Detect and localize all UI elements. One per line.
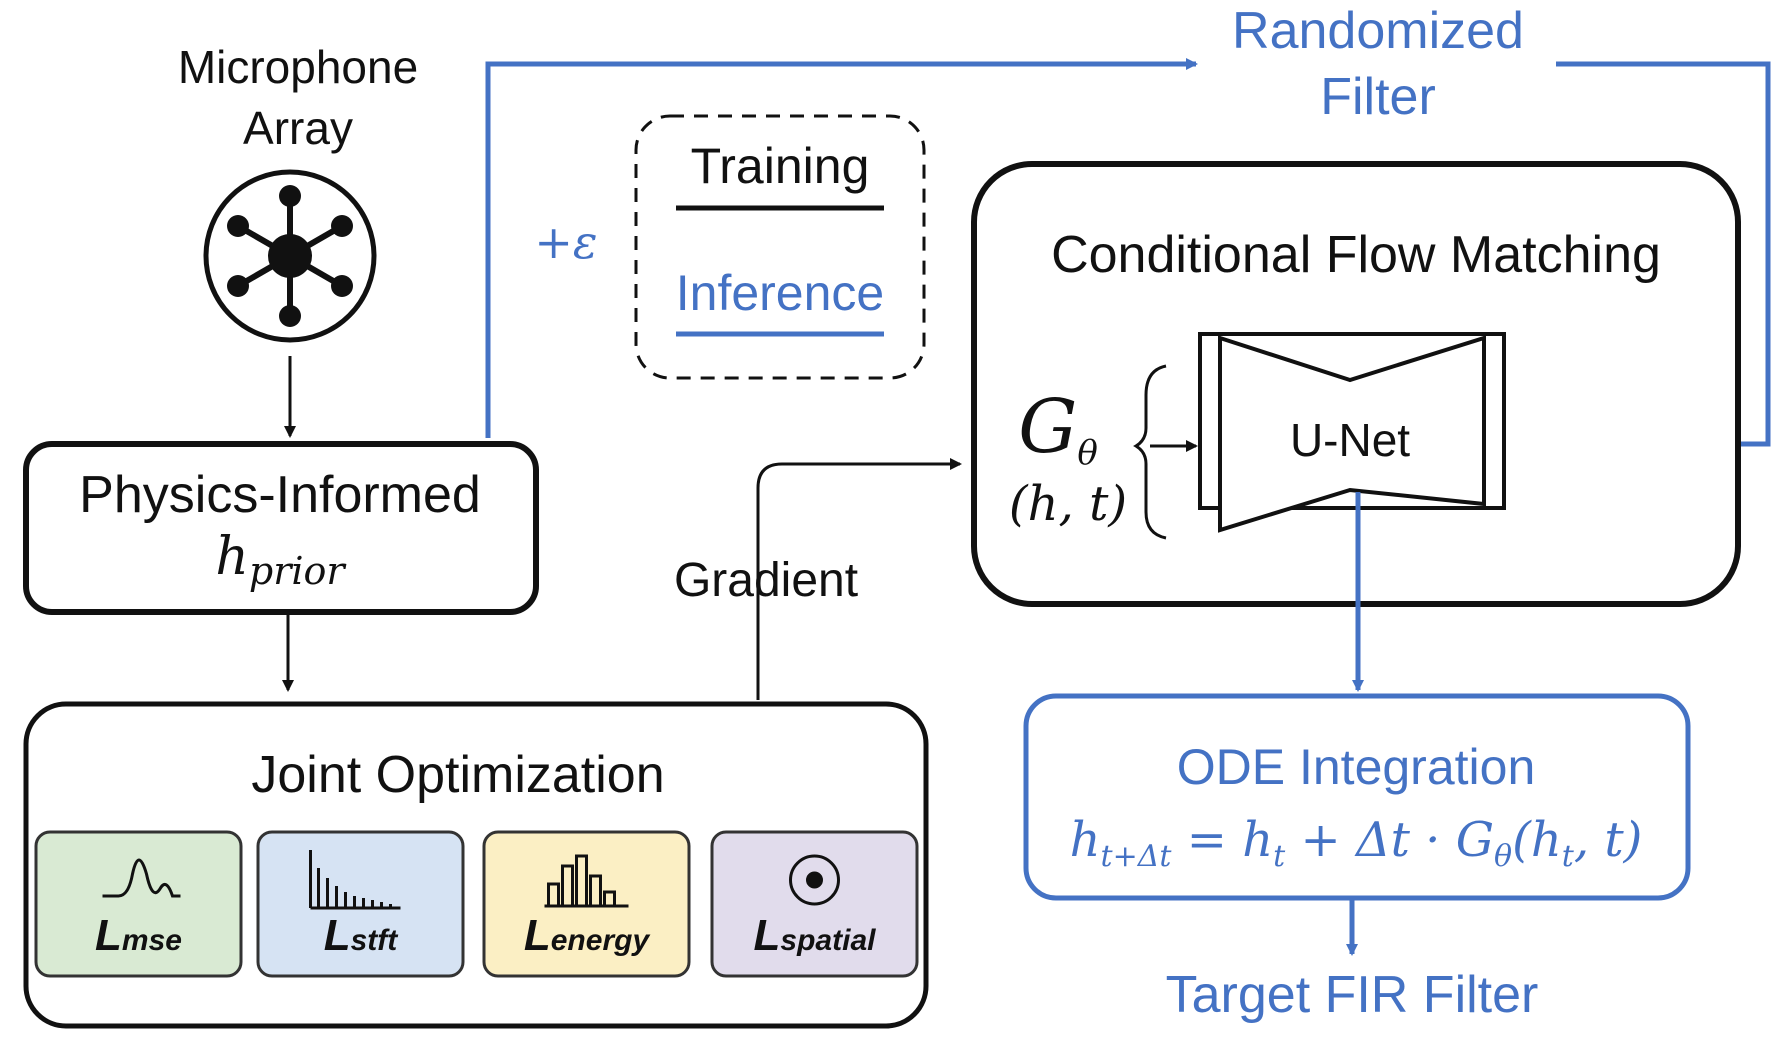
g-theta-label: Gθ [1018,384,1098,473]
target-icon [789,854,840,906]
h-prior-label: hprior [215,527,347,593]
loss-label: Lspatial [754,911,877,960]
microphone-label-line2: Array [243,102,353,154]
loss-label: Lstft [324,911,400,960]
physics-informed-box [23,441,539,615]
joint-optimization-title: Joint Optimization [251,746,664,804]
loss-subscript: energy [551,924,651,957]
loss-letter: L [95,911,122,960]
joint-optimization-box [23,701,929,1029]
legend-training-label: Training [691,138,870,194]
microphone-label-line1: Microphone [178,41,418,93]
loss-card-energy: Lenergy [482,830,691,978]
loss-card-bg [34,830,243,978]
ode-equation: ht+Δt = ht + Δt · Gθ(ht, t) [1070,812,1643,874]
ode-integration-box [1023,693,1691,901]
arrow-gradient-to-cfm [756,458,962,700]
loss-label: Lenergy [524,911,651,960]
loss-letter: L [324,911,351,960]
loss-subscript: stft [351,924,400,957]
target-fir-filter-label: Target FIR Filter [1166,966,1539,1024]
physics-informed-title: Physics-Informed [79,466,481,524]
epsilon-label: +ε [534,215,597,269]
legend-box [634,114,926,380]
loss-subscript: mse [122,924,182,957]
waveform-icon [102,858,181,898]
unet-label: U-Net [1290,414,1410,466]
microphone-array-icon [203,169,377,343]
loss-letter: L [754,911,781,960]
bar-chart-icon [544,854,629,908]
gradient-label: Gradient [674,554,858,607]
loss-card-mse: Lmse [34,830,243,978]
loss-card-stft: Lstft [256,830,465,978]
loss-label: Lmse [95,911,182,960]
ode-integration-title: ODE Integration [1177,739,1536,795]
input-brace [1133,364,1167,540]
randomized-filter-line2: Filter [1320,68,1436,126]
legend-inference-label: Inference [676,265,884,321]
g-theta-args: (h, t) [1009,476,1127,532]
loss-letter: L [524,911,551,960]
unet-shape [1198,332,1506,533]
randomized-filter-line1: Randomized [1232,2,1524,60]
cfm-title: Conditional Flow Matching [1051,226,1661,284]
loss-subscript: spatial [780,924,876,957]
arrow-physics-to-randomized [485,58,1198,438]
spectrum-icon [309,850,401,910]
loss-card-spatial: Lspatial [710,830,919,978]
